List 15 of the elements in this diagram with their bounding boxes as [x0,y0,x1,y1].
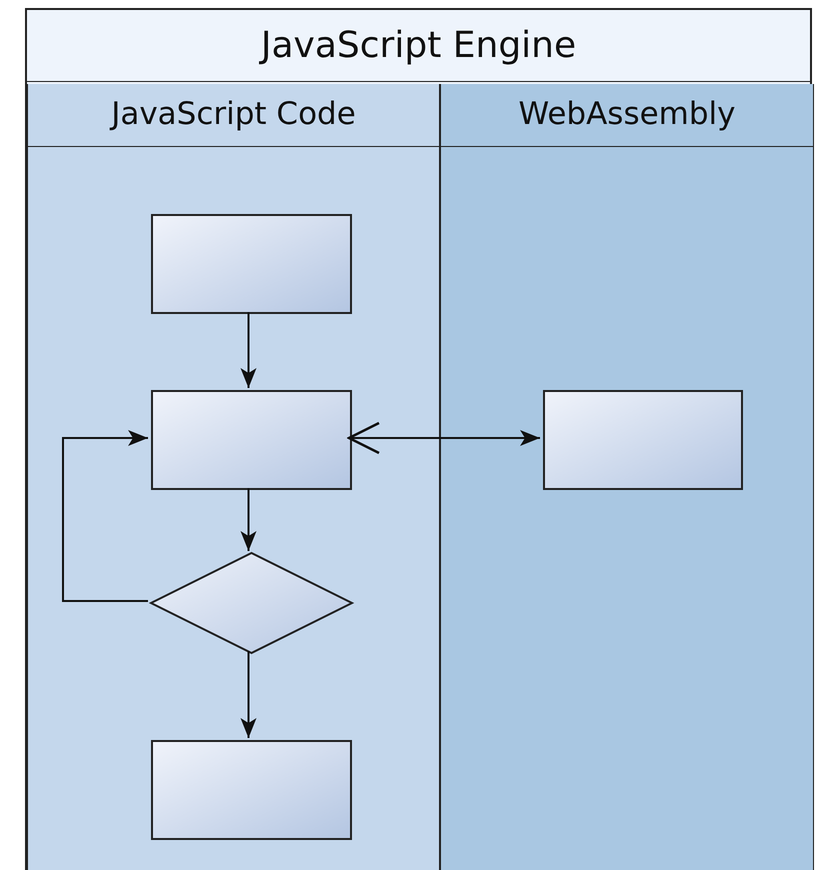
pool-title: JavaScript Engine [27,10,810,82]
lane-title: JavaScript Code [28,84,439,147]
arrow [240,488,256,551]
arrow [240,651,256,738]
lane-title: WebAssembly [441,84,813,147]
arrow [348,422,540,454]
swimlane-pool [25,8,812,870]
process-box [151,390,352,490]
swimlane [440,84,814,870]
process-box [543,390,743,490]
process-box [151,740,352,840]
swimlane [27,84,440,870]
process-box [151,214,352,314]
arrow [62,430,148,602]
arrow [240,312,256,388]
